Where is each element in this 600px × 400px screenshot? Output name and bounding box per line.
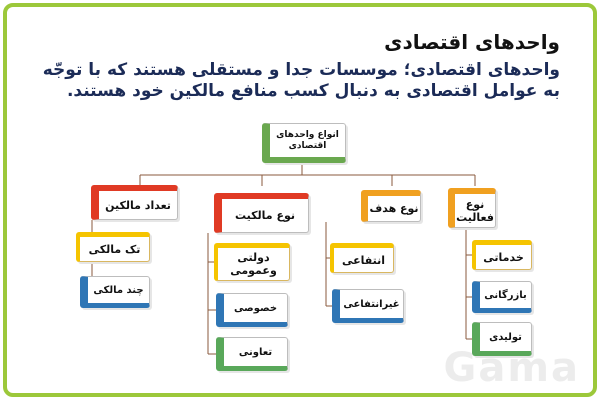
root-node-label: انواع واحدهای اقتصادی bbox=[276, 129, 339, 151]
slide-title: واحدهای اقتصادی bbox=[384, 30, 560, 54]
child-production: تولیدی bbox=[472, 322, 532, 356]
child-private: خصوصی bbox=[216, 293, 288, 327]
branch-goal-type: نوع هدف bbox=[361, 190, 421, 222]
branch-activity-type-label: نوع فعالیت bbox=[456, 197, 494, 224]
slide-description: واحدهای اقتصادی؛ موسسات جدا و مستقلی هست… bbox=[42, 60, 560, 101]
child-commercial-label: بازرگانی bbox=[484, 289, 527, 301]
child-cooperative-label: تعاونی bbox=[238, 346, 273, 358]
child-nonprofit: غیرانتفاعی bbox=[332, 289, 404, 323]
child-multi-owner-label: چند مالکی bbox=[93, 284, 144, 296]
branch-owner-count-label: تعداد مالکین bbox=[105, 198, 171, 212]
branch-goal-type-label: نوع هدف bbox=[369, 202, 419, 215]
child-single-owner-label: تک مالکی bbox=[88, 242, 141, 256]
root-node: انواع واحدهای اقتصادی bbox=[262, 123, 346, 163]
child-profit: انتفاعی bbox=[330, 243, 394, 273]
child-services: خدماتی bbox=[472, 240, 532, 270]
child-government: دولتی وعمومی bbox=[214, 243, 290, 281]
child-services-label: خدماتی bbox=[483, 250, 524, 264]
branch-ownership-type-label: نوع مالکیت bbox=[235, 209, 295, 222]
child-commercial: بازرگانی bbox=[472, 281, 532, 313]
child-profit-label: انتفاعی bbox=[341, 253, 386, 267]
watermark-logo: Gama bbox=[443, 345, 580, 391]
child-nonprofit-label: غیرانتفاعی bbox=[343, 298, 400, 310]
child-single-owner: تک مالکی bbox=[76, 232, 150, 262]
child-multi-owner: چند مالکی bbox=[80, 276, 150, 308]
child-production-label: تولیدی bbox=[489, 331, 522, 343]
child-government-label: دولتی وعمومی bbox=[230, 251, 277, 277]
child-cooperative: تعاونی bbox=[216, 337, 288, 371]
branch-ownership-type: نوع مالکیت bbox=[214, 193, 309, 233]
branch-owner-count: تعداد مالکین bbox=[91, 185, 178, 220]
branch-activity-type: نوع فعالیت bbox=[448, 188, 496, 228]
child-private-label: خصوصی bbox=[233, 302, 278, 314]
